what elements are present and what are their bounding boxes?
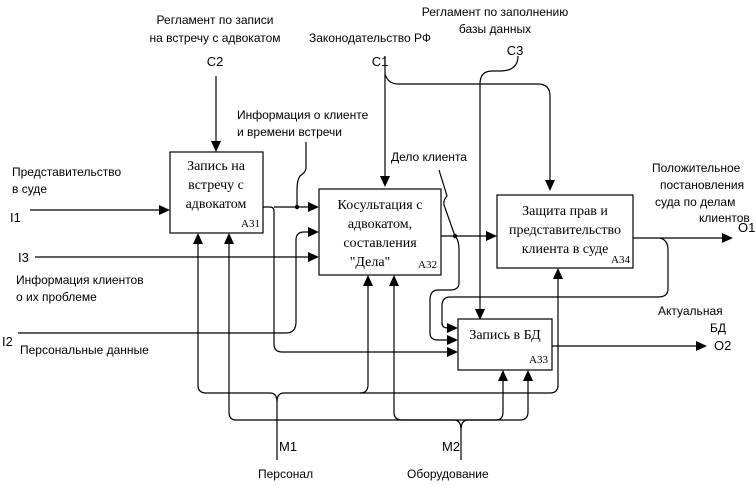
input-i1-code: I1 (10, 210, 21, 225)
control-c3-arrow: Регламент по заполнению базы данных C3 (422, 5, 569, 320)
output-o1-arrow: Положительное постановления суда по дела… (441, 161, 755, 333)
mechanism-m2-code: M2 (442, 439, 460, 454)
case-file-label: Дело клиента (391, 150, 467, 164)
a34-line1: Защита прав и (522, 204, 608, 219)
arrow-a31-to-a32 (263, 202, 458, 357)
a33-node-id: A33 (529, 354, 548, 366)
control-c1-arrow: Законодательство РФ C1 (309, 31, 555, 191)
a31-node-id: A31 (241, 218, 260, 230)
output-o1-label-line1: Положительное (652, 161, 741, 175)
input-i3-label-line1: Информация клиентов (16, 273, 144, 287)
input-i3-code: I3 (18, 250, 29, 265)
internal-arrow-case-file: Дело клиента (391, 150, 497, 345)
control-c3-label-line2: базы данных (459, 22, 531, 36)
control-c2-label-line2: на встречу с адвокатом (149, 31, 280, 45)
activity-box-a34[interactable]: Защита прав и представительство клиента … (496, 194, 634, 269)
internal-arrow-client-info: Информация о клиенте и времени встречи (237, 108, 369, 207)
a31-line1: Запись на (187, 159, 246, 174)
output-o1-label-line2: постановления (660, 178, 744, 192)
a31-line3: адвокатом (186, 197, 247, 212)
input-i2-code: I2 (2, 334, 13, 349)
mechanism-m1-code: M1 (279, 439, 297, 454)
a32-node-id: A32 (418, 259, 437, 271)
activity-box-a32[interactable]: Косультация с адвокатом, составления "Де… (318, 188, 442, 276)
input-i1-label-line1: Представительство (12, 165, 121, 179)
input-i2-label: Персональные данные (20, 343, 149, 357)
a32-line1: Косультация с (338, 198, 423, 213)
client-info-label-line2: и времени встречи (237, 125, 342, 139)
input-i3-arrow: I3 Информация клиентов о их проблеме (16, 250, 319, 304)
a33-line1: Запись в БД (469, 328, 541, 343)
control-c2-label-line1: Регламент по записи (157, 13, 274, 27)
output-o1-code: O1 (738, 220, 755, 235)
a32-line2: адвокатом, (348, 217, 412, 232)
a34-node-id: A34 (611, 254, 630, 266)
output-o2-label-line2: БД (710, 321, 726, 335)
control-c2-arrow: Регламент по записи на встречу с адвокат… (149, 13, 281, 152)
mechanism-m2-arrow: M2 Оборудование (389, 275, 533, 481)
control-c3-label-line1: Регламент по заполнению (422, 5, 569, 19)
output-o2-label-line1: Актуальная (658, 304, 723, 318)
mechanism-m2-label: Оборудование (407, 467, 489, 481)
a34-line2: представительство (509, 223, 621, 238)
output-o2-arrow: Актуальная БД O2 (552, 304, 731, 353)
control-c1-label: Законодательство РФ (309, 31, 431, 45)
activity-box-a31[interactable]: Запись на встречу с адвокатом A31 (169, 151, 264, 234)
activity-box-a33[interactable]: Запись в БД A33 (457, 318, 553, 371)
a34-line3: клиента в суде (522, 242, 609, 257)
output-o2-code: O2 (714, 338, 731, 353)
control-c1-code: C1 (372, 54, 389, 69)
a32-line3: составления (343, 236, 417, 251)
input-i3-label-line2: о их проблеме (16, 290, 97, 304)
input-i2-arrow: I2 Персональные данные (2, 227, 319, 357)
input-i1-arrow: Представительство в суде I1 (10, 165, 170, 225)
mechanism-m1-label: Персонал (258, 467, 313, 481)
a31-line2: встречу с (188, 178, 244, 193)
client-info-label-line1: Информация о клиенте (237, 108, 369, 122)
control-c3-code: C3 (507, 43, 524, 58)
input-i1-label-line2: в суде (12, 182, 47, 196)
output-o1-label-line4: клиентов (699, 211, 750, 225)
output-o1-label-line3: суда по делам (655, 195, 735, 209)
control-c2-code: C2 (207, 54, 224, 69)
a32-line4: "Дела" (350, 255, 391, 270)
